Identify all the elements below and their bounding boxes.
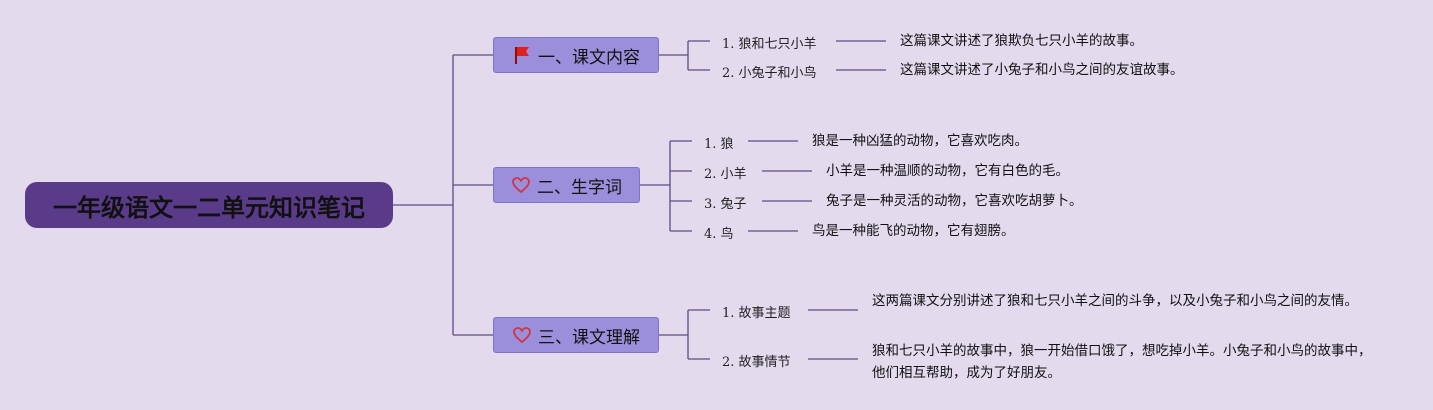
subtopic-story-theme[interactable]: 1. 故事主题	[722, 306, 791, 321]
subtopic-story-plot[interactable]: 2. 故事情节	[722, 355, 791, 370]
branch-label: 一、课文内容	[538, 47, 640, 68]
subtopic-description: 这篇课文讲述了狼欺负七只小羊的故事。	[900, 33, 1143, 49]
branch-course-content[interactable]: 一、课文内容	[493, 37, 659, 73]
heart-icon	[512, 325, 532, 345]
branch-new-words[interactable]: 二、生字词	[493, 167, 640, 203]
branch-label: 三、课文理解	[538, 327, 640, 348]
root-title: 一年级语文一二单元知识笔记	[53, 193, 365, 222]
subtopic-bird[interactable]: 4. 鸟	[704, 227, 734, 242]
root-topic[interactable]: 一年级语文一二单元知识笔记	[25, 182, 393, 228]
subtopic-description: 兔子是一种灵活的动物，它喜欢吃胡萝卜。	[826, 193, 1083, 209]
subtopic-description: 鸟是一种能飞的动物，它有翅膀。	[812, 223, 1015, 239]
subtopic-description: 狼和七只小羊的故事中，狼一开始借口饿了，想吃掉小羊。小兔子和小鸟的故事中，他们相…	[872, 343, 1372, 381]
subtopic-description: 小羊是一种温顺的动物，它有白色的毛。	[826, 163, 1069, 179]
heart-icon	[511, 175, 531, 195]
red-flag-icon	[512, 45, 532, 65]
subtopic-wolf-and-lambs[interactable]: 1. 狼和七只小羊	[722, 37, 817, 52]
subtopic-description: 狼是一种凶猛的动物，它喜欢吃肉。	[812, 133, 1028, 149]
subtopic-description: 这篇课文讲述了小兔子和小鸟之间的友谊故事。	[900, 62, 1184, 78]
subtopic-wolf[interactable]: 1. 狼	[704, 137, 734, 152]
branch-label: 二、生字词	[537, 177, 622, 198]
branch-text-understanding[interactable]: 三、课文理解	[493, 317, 659, 353]
subtopic-description: 这两篇课文分别讲述了狼和七只小羊之间的斗争，以及小兔子和小鸟之间的友情。	[872, 293, 1358, 309]
subtopic-lamb[interactable]: 2. 小羊	[704, 167, 747, 182]
subtopic-rabbit[interactable]: 3. 兔子	[704, 197, 747, 212]
subtopic-rabbit-and-bird[interactable]: 2. 小兔子和小鸟	[722, 66, 817, 81]
